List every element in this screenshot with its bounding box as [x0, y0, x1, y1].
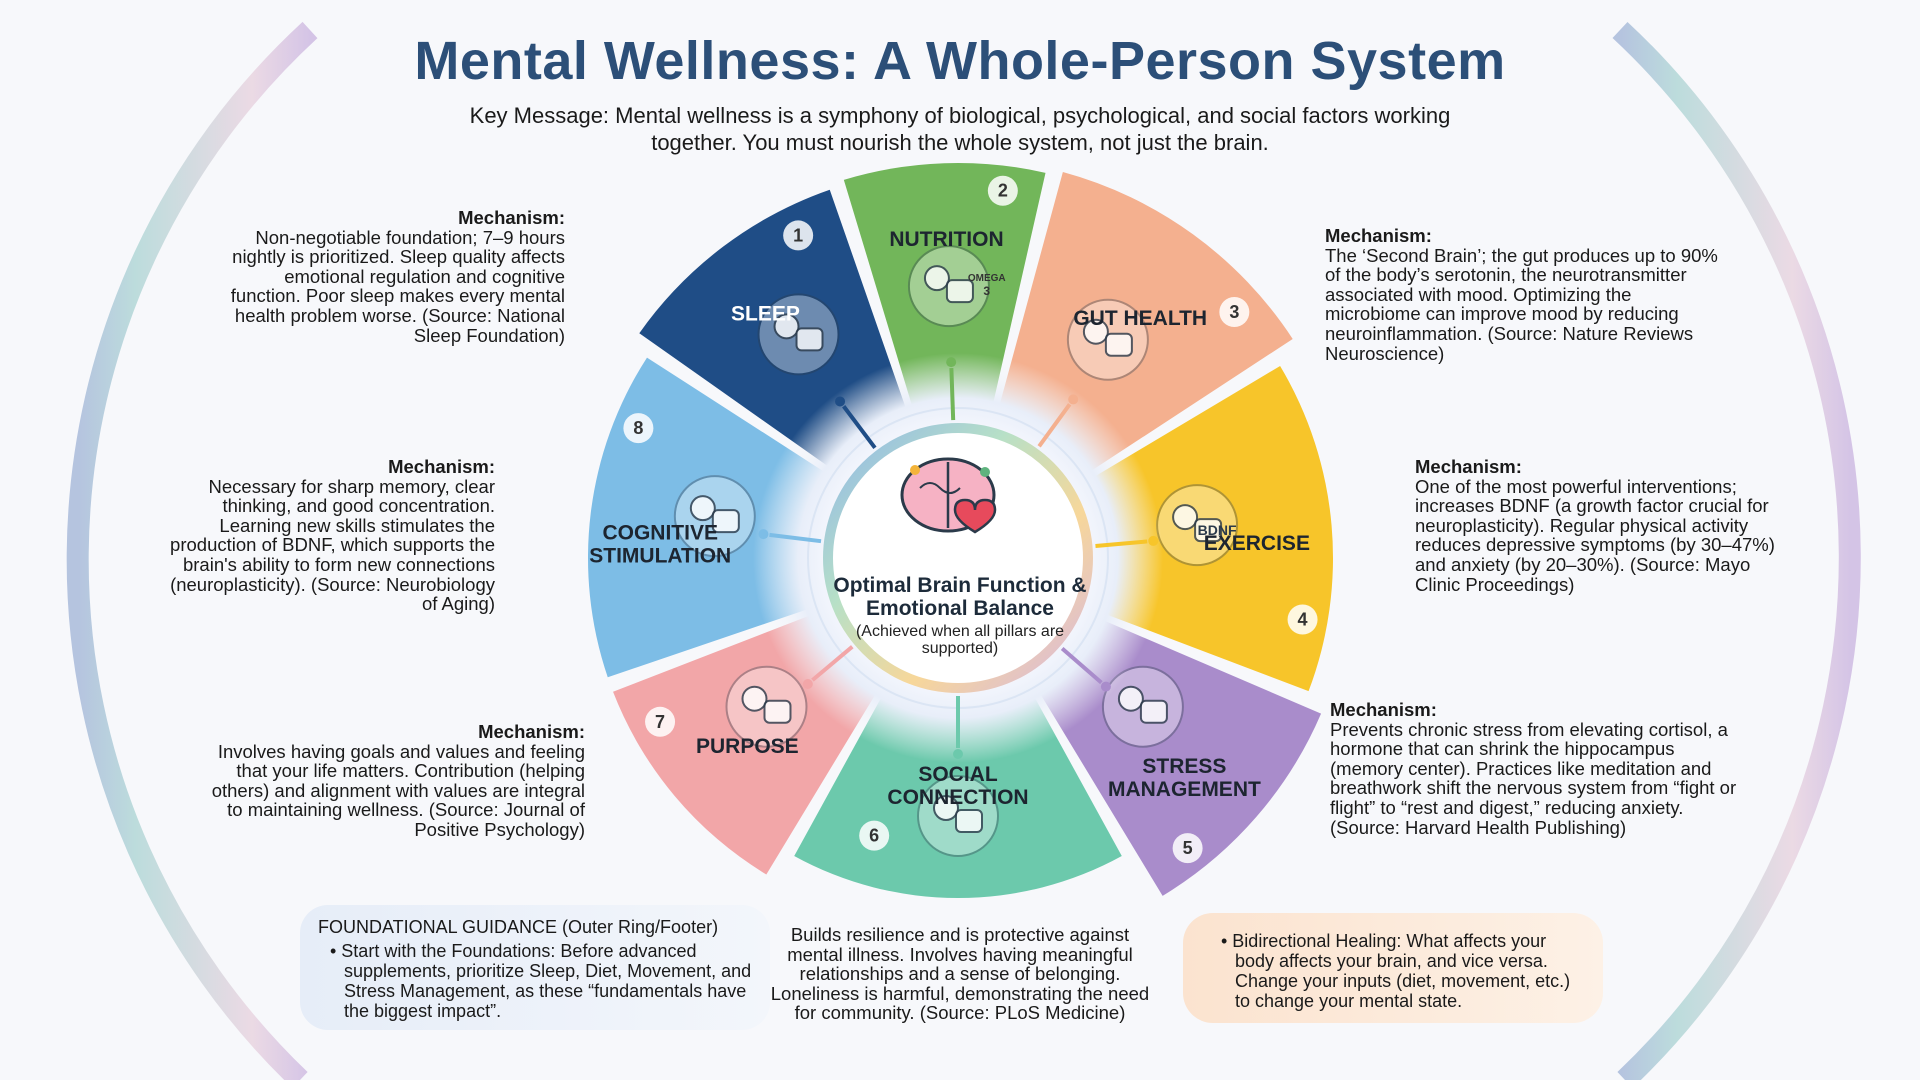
- mechanism-gut-health-text: The ‘Second Brain’; the gut produces up …: [1325, 244, 1718, 364]
- foundational-guidance-heading: FOUNDATIONAL GUIDANCE (Outer Ring/Footer…: [318, 917, 719, 937]
- running-person-bdnf-icon: [1156, 484, 1239, 567]
- mechanism-cognitive-stimulation-text: Necessary for sharp memory, clear thinki…: [170, 475, 495, 615]
- mechanism-purpose-text: Involves having goals and values and fee…: [211, 740, 585, 840]
- pillar-number: 2: [998, 181, 1008, 201]
- salmon-vegetables-omega3-icon: [907, 245, 990, 328]
- connector-arrow: [842, 405, 877, 449]
- key-message: Key Message: Mental wellness is a sympho…: [469, 103, 1451, 155]
- mechanism-exercise-text: One of the most powerful interventions; …: [1415, 475, 1775, 595]
- pillar-number: 5: [1183, 838, 1193, 858]
- bidirectional-healing-box: • Bidirectional Healing: What affects yo…: [1183, 913, 1603, 1023]
- pillar-number-badge: 2: [987, 175, 1018, 206]
- connector-arrow: [1037, 403, 1072, 448]
- mechanism-cognitive-stimulation: Mechanism: Necessary for sharp memory, c…: [160, 457, 495, 614]
- pillar-number-badge: 7: [645, 706, 676, 737]
- pillar-number-badge: 6: [859, 820, 890, 851]
- connector-arrowhead: [1100, 681, 1111, 692]
- pillar-number: 6: [869, 826, 879, 846]
- connector-arrowhead: [1148, 535, 1159, 546]
- mechanism-heading: Mechanism:: [1325, 225, 1432, 246]
- connector-arrow: [811, 645, 854, 682]
- omega3-label: OMEGA: [968, 273, 1006, 284]
- mechanism-heading: Mechanism:: [388, 456, 495, 477]
- center-label: Optimal Brain Function & Emotional Balan…: [830, 574, 1090, 657]
- gut-microbiome-brain-icon: [1066, 298, 1149, 381]
- sleeping-person-moon-icon: [757, 293, 840, 376]
- center-subtitle: (Achieved when all pillars are supported…: [855, 623, 1065, 657]
- pillar-number: 4: [1298, 609, 1308, 629]
- connector-arrows: [758, 357, 1159, 759]
- foundational-guidance-item: • Start with the Foundations: Before adv…: [330, 941, 752, 1021]
- connector-arrowhead: [1068, 394, 1079, 405]
- connector-arrowhead: [953, 749, 963, 759]
- connector-arrow: [1095, 539, 1148, 548]
- pillar-label-nutrition: NUTRITION: [889, 228, 1003, 251]
- outer-ring: [66, 21, 1861, 1080]
- brain-heart-icon: [900, 457, 997, 534]
- pillar-number-badge: 1: [783, 220, 814, 251]
- pillar-number-badge: 5: [1172, 833, 1203, 864]
- bdnf-label: BDNF: [1198, 522, 1237, 538]
- bidirectional-healing-item: • Bidirectional Healing: What affects yo…: [1221, 931, 1571, 1011]
- connector-arrowhead: [946, 357, 957, 368]
- mechanism-heading: Mechanism:: [1330, 699, 1437, 720]
- mechanism-exercise: Mechanism: One of the most powerful inte…: [1415, 457, 1775, 594]
- meditation-person-icon: [1101, 665, 1184, 748]
- pillar-label-purpose: PURPOSE: [696, 735, 799, 758]
- pillar-number: 7: [655, 712, 665, 732]
- mechanism-heading: Mechanism:: [478, 721, 585, 742]
- mechanism-purpose: Mechanism: Involves having goals and val…: [195, 722, 585, 840]
- pillar-label-gut-health: GUT HEALTH: [1073, 307, 1207, 330]
- pillar-number-badge: 3: [1219, 296, 1250, 327]
- reading-chess-icon: [673, 475, 756, 558]
- mechanism-heading: Mechanism:: [458, 207, 565, 228]
- connector-arrow: [769, 532, 822, 544]
- connector-arrowhead: [802, 678, 813, 689]
- group-of-people-icon: [917, 775, 999, 857]
- mechanism-sleep-text: Non-negotiable foundation; 7–9 hours nig…: [230, 226, 565, 346]
- pillar-number: 1: [793, 225, 803, 245]
- connector-arrowhead: [835, 396, 846, 407]
- center-title: Optimal Brain Function & Emotional Balan…: [833, 574, 1087, 620]
- compass-flag-icon: [725, 665, 808, 748]
- page-title: Mental Wellness: A Whole-Person System: [414, 31, 1506, 91]
- connector-arrowhead: [758, 529, 769, 540]
- mechanism-sleep: Mechanism: Non-negotiable foundation; 7–…: [225, 208, 565, 345]
- mechanism-stress-management: Mechanism: Prevents chronic stress from …: [1330, 700, 1750, 837]
- pillar-number: 3: [1229, 302, 1239, 322]
- center-hub: [823, 423, 1093, 693]
- pillar-number-badge: 8: [623, 413, 654, 444]
- mechanism-social-connection: Builds resilience and is protective agai…: [770, 924, 1150, 1023]
- omega3-number: 3: [983, 284, 990, 298]
- foundational-guidance-box: FOUNDATIONAL GUIDANCE (Outer Ring/Footer…: [300, 905, 770, 1030]
- pillar-number-badge: 4: [1287, 604, 1318, 635]
- pillar-label-exercise: EXERCISE: [1204, 532, 1310, 555]
- mechanism-stress-management-text: Prevents chronic stress from elevating c…: [1330, 718, 1737, 838]
- mechanism-gut-health: Mechanism: The ‘Second Brain’; the gut p…: [1325, 226, 1725, 363]
- pillar-number: 8: [633, 418, 643, 438]
- connector-arrow: [949, 368, 956, 421]
- mechanism-heading: Mechanism:: [1415, 456, 1522, 477]
- pillar-label-sleep: SLEEP: [731, 302, 800, 325]
- connector-arrow: [1060, 647, 1103, 685]
